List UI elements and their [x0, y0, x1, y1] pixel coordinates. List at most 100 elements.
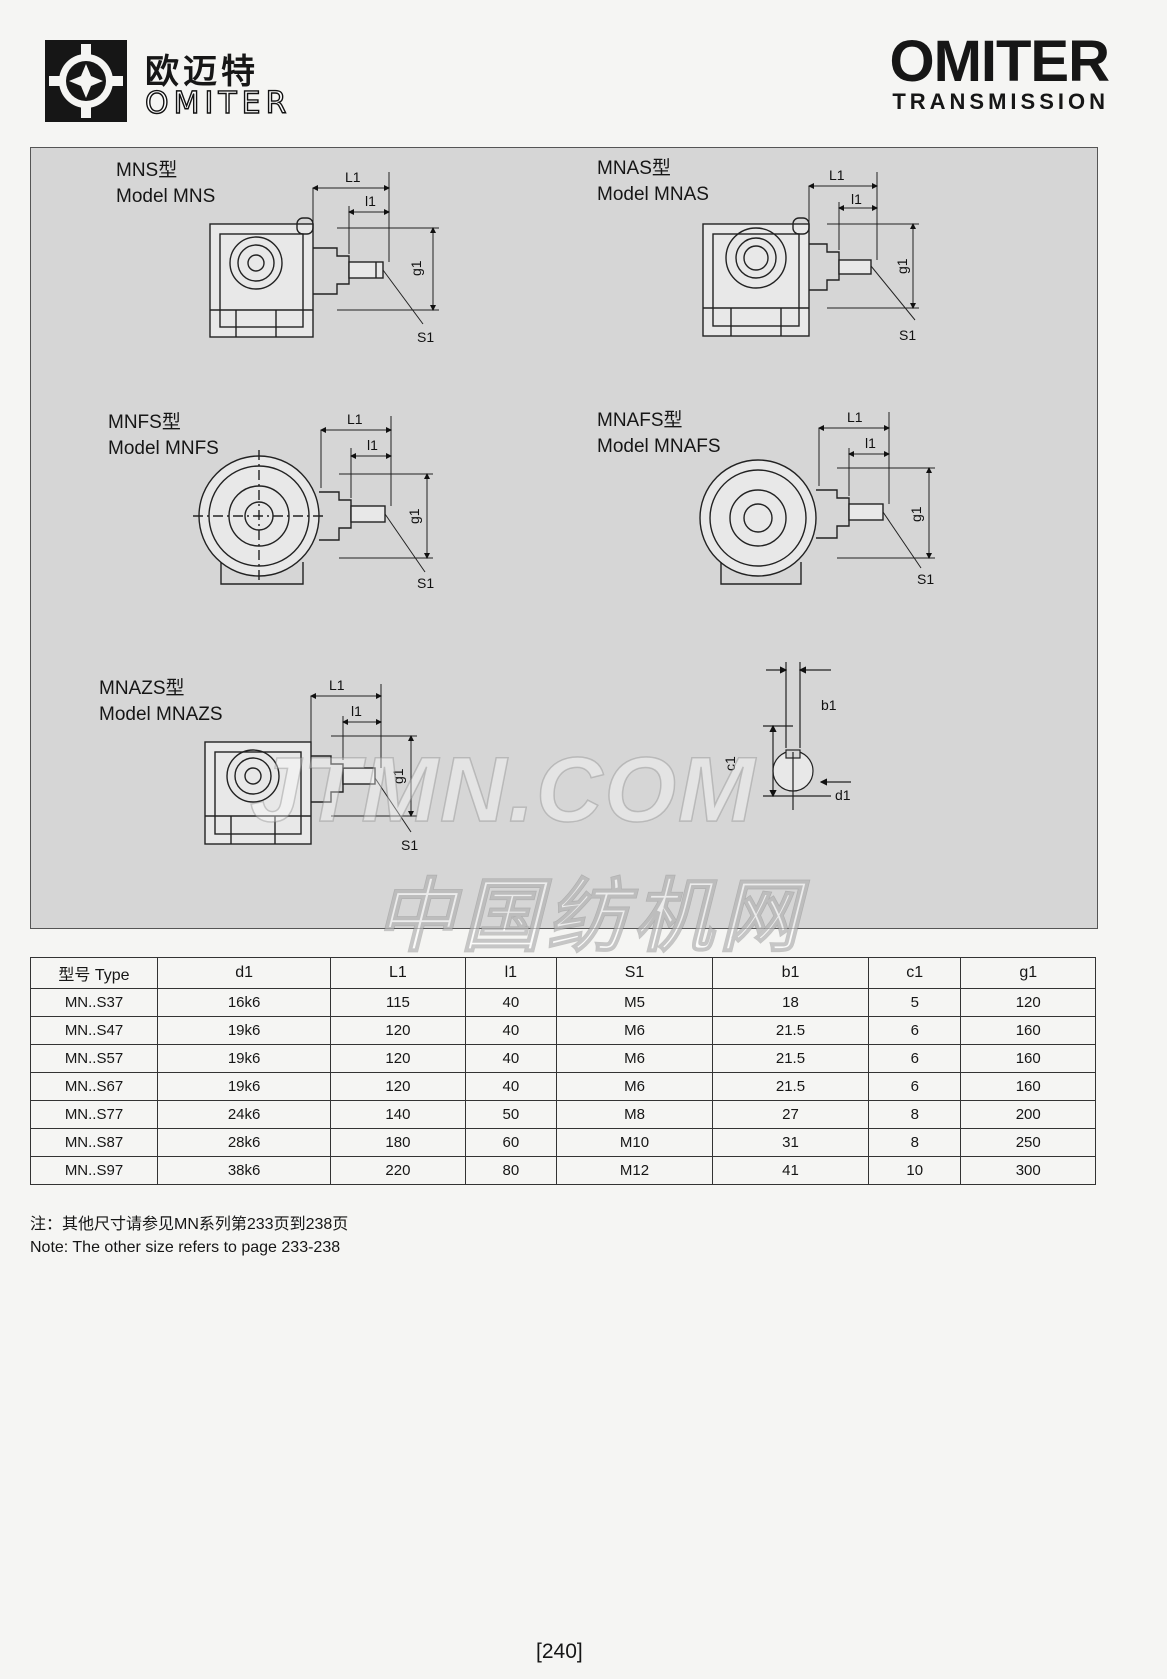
dim-label-S1: S1 [917, 571, 934, 587]
column-header: g1 [960, 957, 1096, 989]
column-header: l1 [464, 957, 558, 989]
table-cell: 115 [330, 988, 466, 1017]
brand-main-text: OMITER [889, 29, 1110, 94]
table-cell: MN..S37 [30, 988, 158, 1017]
dim-label-g1: g1 [908, 506, 924, 522]
table-cell: 50 [464, 1100, 558, 1129]
shaft-key-section [763, 662, 851, 810]
column-header: b1 [711, 957, 869, 989]
table-cell: 120 [330, 1044, 466, 1073]
table-cell: M12 [556, 1156, 713, 1185]
dim-label-S1: S1 [417, 329, 434, 345]
table-cell: 8 [867, 1128, 962, 1157]
dimension-labels: L1 l1 g1 S1 L1 l1 g1 S1 L1 l1 g1 S1 L1 l… [329, 167, 934, 853]
table-cell: 40 [464, 1016, 558, 1045]
page-number: [240] [536, 1640, 583, 1663]
table-cell: 18 [711, 988, 869, 1017]
table-cell: 120 [960, 988, 1096, 1017]
table-cell: 8 [867, 1100, 962, 1129]
page-number-value: 240 [541, 1640, 577, 1663]
table-cell: M6 [556, 1044, 713, 1073]
table-cell: MN..S87 [30, 1128, 158, 1157]
footnote-en: Note: The other size refers to page 233-… [30, 1239, 341, 1256]
model-name: Model MNS [116, 186, 216, 207]
drawing-mnfs [193, 450, 386, 585]
column-header: S1 [556, 957, 713, 989]
column-header: L1 [330, 957, 466, 989]
logo-english-name: OMITER [144, 85, 292, 121]
dim-label-S1: S1 [417, 575, 434, 591]
dim-label-S1: S1 [401, 837, 418, 853]
dim-label-L1: L1 [847, 409, 863, 425]
dim-label-l1: l1 [865, 435, 876, 451]
model-label-mnazs: MNAZS型 Model MNAZS [99, 676, 223, 728]
dim-label-L1: L1 [345, 169, 361, 185]
table-cell: 60 [464, 1128, 558, 1157]
dims-mnafs [818, 412, 935, 569]
table-cell: 160 [960, 1072, 1096, 1101]
footnote-cn: 注：其他尺寸请参见MN系列第233页到238页 [30, 1216, 349, 1233]
table-cell: 24k6 [156, 1100, 332, 1129]
technical-drawings: L1 l1 g1 S1 L1 l1 g1 S1 L1 l1 g1 S1 L1 l… [193, 167, 935, 853]
table-cell: 6 [867, 1072, 962, 1101]
table-cell: 40 [464, 988, 558, 1017]
dim-label-S1: S1 [899, 327, 916, 343]
omiter-logo-mark-icon [45, 40, 127, 122]
dim-label-L1: L1 [829, 167, 845, 183]
table-cell: M5 [556, 988, 713, 1017]
dim-label-l1: l1 [851, 191, 862, 207]
dim-label-l1: l1 [351, 703, 362, 719]
table-cell: 6 [867, 1016, 962, 1045]
logo-chinese-name: 欧迈特 [145, 52, 259, 92]
table-cell: 140 [330, 1100, 466, 1129]
table-cell: MN..S47 [30, 1016, 158, 1045]
dim-label-L1: L1 [329, 677, 345, 693]
table-cell: 180 [330, 1128, 466, 1157]
table-cell: 200 [960, 1100, 1096, 1129]
table-cell: 300 [960, 1156, 1096, 1185]
table-cell: 41 [711, 1156, 869, 1185]
table-cell: 28k6 [156, 1128, 332, 1157]
brand-sub-text: TRANSMISSION [892, 89, 1109, 114]
model-name: Model MNAFS [597, 436, 721, 457]
table-cell: 80 [464, 1156, 558, 1185]
dim-label-c1: c1 [722, 756, 738, 771]
table-cell: 40 [464, 1072, 558, 1101]
model-type-cn: MNAS型 [597, 158, 671, 179]
brand-wordmark: OMITER TRANSMISSION [889, 29, 1110, 114]
model-label-mnas: MNAS型 Model MNAS [597, 156, 709, 208]
table-cell: M10 [556, 1128, 713, 1157]
model-type-cn: MNFS型 [108, 412, 181, 433]
model-name: Model MNFS [108, 438, 219, 459]
dim-label-L1: L1 [347, 411, 363, 427]
column-header: 型号 Type [30, 957, 158, 989]
table-cell: 31 [711, 1128, 869, 1157]
table-cell: 19k6 [156, 1016, 332, 1045]
footnote: 注：其他尺寸请参见MN系列第233页到238页 Note: The other … [30, 1213, 348, 1259]
dim-label-d1: d1 [835, 787, 851, 803]
model-name: Model MNAS [597, 184, 709, 205]
model-label-mnfs: MNFS型 Model MNFS [108, 410, 219, 462]
table-cell: 16k6 [156, 988, 332, 1017]
table-cell: MN..S57 [30, 1044, 158, 1073]
column-header: c1 [867, 957, 962, 989]
table-cell: 220 [330, 1156, 466, 1185]
model-type-cn: MNS型 [116, 160, 178, 181]
table-cell: 40 [464, 1044, 558, 1073]
table-cell: 21.5 [711, 1044, 869, 1073]
dim-label-g1: g1 [390, 768, 406, 784]
table-cell: M8 [556, 1100, 713, 1129]
dim-label-g1: g1 [408, 260, 424, 276]
table-cell: 6 [867, 1044, 962, 1073]
table-header-row: 型号 Type d1 L1 l1 S1 b1 c1 g1 [30, 957, 1096, 989]
table-cell: 10 [867, 1156, 962, 1185]
table-cell: 19k6 [156, 1072, 332, 1101]
table-cell: 38k6 [156, 1156, 332, 1185]
